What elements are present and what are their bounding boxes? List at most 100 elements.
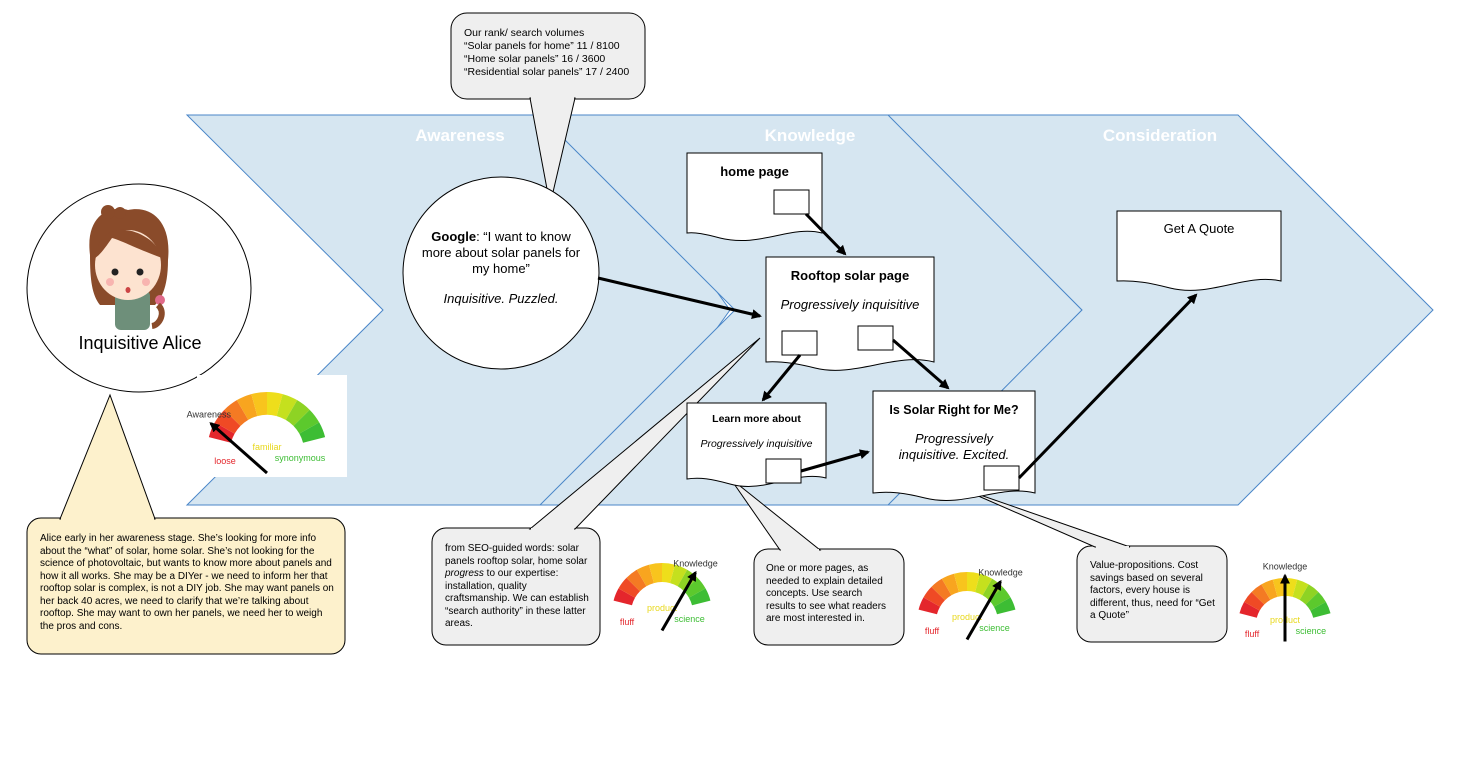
gauge-segment [953,572,967,593]
top-callout: Our rank/ search volumes “Solar panels f… [464,27,644,79]
gauge-needle [965,579,1002,641]
persona-name: Inquisitive Alice [78,333,202,353]
stage-title-knowledge: Knowledge [764,126,856,145]
gauge-segment [670,564,688,587]
gauge-segment [1239,601,1260,618]
gauge-segment [626,569,647,592]
top-callout-shape [450,12,646,206]
right-link-box [983,465,1020,491]
learn-page-text: Learn more about Progressively inquisiti… [687,413,826,450]
quote-page-doc [1116,210,1282,291]
google-bubble: Google: “I want to know more about solar… [420,229,582,307]
right-page-title: Is Solar Right for Me? [889,403,1019,417]
seo-note-text-2: to our expertise: installation, quality … [445,568,589,629]
gauge-left-label: loose [214,456,236,466]
gauge-segment [941,573,959,596]
flow-arrows [597,212,1198,480]
gauge-middle-label: familiar [252,442,281,452]
seo-note-emphasis: progress [445,568,484,579]
arrow-right-to-quote [1017,293,1198,480]
gauge-segment [285,400,310,426]
stage-title-consideration: Consideration [1102,126,1218,145]
learn-page-subtitle: Progressively inquisitive [700,438,813,450]
arrow-google-to-rooftop [597,276,762,320]
gauge-segment [236,394,258,420]
gauge-right-label: science [1296,626,1327,636]
seo-note-text-1: from SEO-guided words: solar panels roof… [445,543,588,567]
value-note-shape [959,487,1228,643]
gauge-title: Knowledge [978,568,1023,578]
gauge-segment [1292,579,1309,600]
gauge-segment [688,588,711,606]
home-page-doc [686,152,823,242]
gauge-segment [267,392,283,417]
arrow-rooftop-to-right [892,338,950,390]
gauge-segment [989,586,1011,607]
gauge-segment [923,586,945,607]
gauge-right-label: science [674,614,705,624]
gauge-segment [1305,591,1326,611]
gauge-left-label: fluff [925,626,940,636]
top-callout-line: Our rank/ search volumes [464,27,585,39]
gauge-middle-label: product [952,612,983,622]
gauge-right-label: science [979,623,1010,633]
arrow-learn-to-right [800,449,870,473]
gauge-segment [648,562,662,584]
arrow-home-to-rooftop [804,212,847,256]
gauge-segment [618,577,640,598]
stage-title-awareness: Awareness [415,126,505,145]
gauge-segment [993,597,1016,615]
rooftop-page-text: Rooftop solar page Progressively inquisi… [766,268,934,312]
gauge-segment [251,392,267,417]
gauge-middle-label: product [647,603,678,613]
home-page-title: home page [720,164,789,179]
top-callout-line: “Home solar panels” 16 / 3600 [464,53,606,65]
gauge-segment [684,577,706,598]
rooftop-link-box-1 [781,330,818,356]
gauge-segment [1261,579,1278,600]
google-bubble-bold: Google [431,229,477,244]
gauge-segment [662,562,676,584]
gauge-segment [1310,601,1331,618]
alice-note: Alice early in her awareness stage. She’… [40,533,334,632]
gauge-segment [293,409,320,434]
gauge-needle [209,422,268,475]
gauge-segment [299,422,326,443]
rooftop-page-subtitle: Progressively inquisitive [780,297,920,312]
gauge-right-label: synonymous [275,453,326,463]
top-callout-line: “Residential solar panels” 17 / 2400 [464,66,630,78]
gauge-title: Knowledge [1263,562,1308,572]
home-link-box [773,189,810,215]
top-callout-line: “Solar panels for home” 11 / 8100 [464,40,620,52]
gauge-title: Awareness [187,409,232,419]
google-bubble-quote: : “I want to know more about solar panel… [421,229,581,276]
girl-avatar-icon [89,205,169,330]
google-bubble-mood: Inquisitive. Puzzled. [443,291,559,306]
gauge-segment [613,588,636,606]
gauge-segment [1251,584,1271,605]
alice-note-shape [26,393,346,655]
arrow-rooftop-to-learn [761,354,802,402]
gauge-segment [224,400,249,426]
gauge-title: Knowledge [673,559,718,569]
quote-page-title: Get A Quote [1163,221,1235,236]
right-page-subtitle: Progressively inquisitive. Excited. [898,431,1010,462]
gauge-segment [214,409,241,434]
learn-link-box [765,458,802,484]
gauge-segment [636,564,654,587]
gauge-segment [1299,584,1319,605]
pages-note-shape [729,477,905,646]
gauge-segment [276,394,298,420]
gauge-left-label: fluff [1245,629,1260,639]
rooftop-page-title: Rooftop solar page [790,268,910,283]
gauge-segment [975,573,993,596]
learn-page-title: Learn more about [712,413,801,425]
rooftop-link-box-2 [857,325,894,351]
gauge-segment [918,597,941,615]
value-note: Value-propositions. Cost savings based o… [1090,560,1215,621]
